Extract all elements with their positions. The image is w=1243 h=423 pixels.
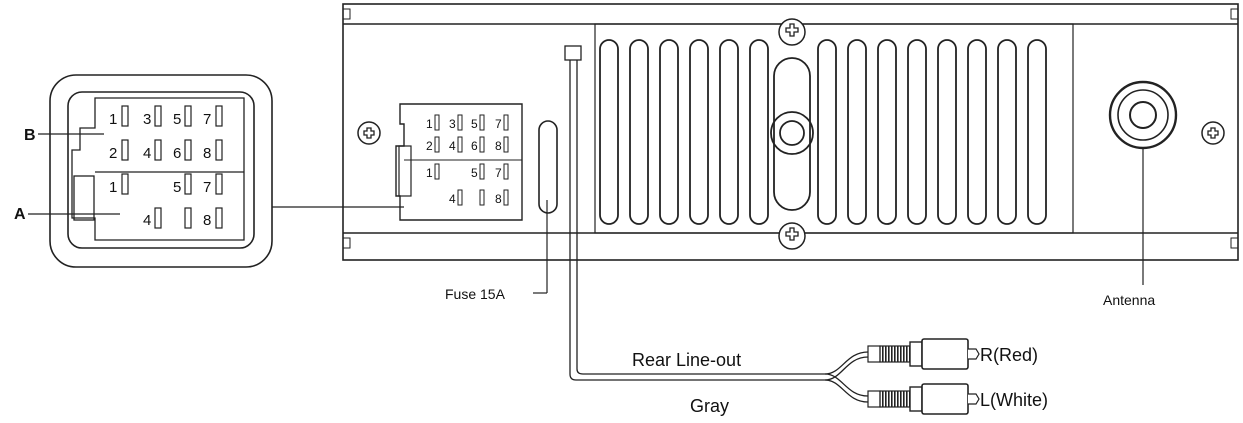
pin-label: 8 (203, 212, 211, 229)
pin-label: 5 (173, 179, 181, 196)
rear-line-out-label: Rear Line-out (632, 350, 741, 370)
antenna-label: Antenna (1103, 292, 1155, 308)
pin-label: 5 (471, 117, 478, 131)
antenna-jack-icon (1108, 80, 1178, 150)
pin-label: 2 (426, 139, 433, 153)
fuse-label: Fuse 15A (445, 286, 506, 302)
center-mount (770, 57, 814, 211)
pin-label: 1 (109, 179, 117, 196)
rca-plug-white-icon (867, 383, 980, 415)
pin-label: 5 (471, 166, 478, 180)
screw-icon (357, 18, 1225, 250)
pin-label: 8 (495, 139, 502, 153)
heat-sink-fins (599, 39, 1047, 225)
pin-label: 8 (203, 145, 211, 162)
pin-label: 7 (203, 111, 211, 128)
pin-label: 1 (426, 166, 433, 180)
pin-label: 4 (449, 192, 456, 206)
pin-label: 2 (109, 145, 117, 162)
connector-a-label: A (14, 206, 26, 223)
pin-label: 1 (426, 117, 433, 131)
screw-cross-icon (363, 23, 1219, 241)
pin-label: 7 (495, 166, 502, 180)
pin-label: 7 (495, 117, 502, 131)
unit-connector-pins: 1 3 5 7 2 4 6 8 1 5 7 4 8 (426, 117, 502, 206)
enlarged-connector (49, 74, 273, 268)
rca-plug-red-icon (867, 338, 980, 370)
pin-label: 1 (109, 111, 117, 128)
pin-label: 4 (143, 212, 151, 229)
fuse-icon (538, 120, 558, 214)
connector-a-pins: 1 5 7 4 8 (109, 173, 223, 229)
pin-label: 6 (173, 145, 181, 162)
pin-label: 8 (495, 192, 502, 206)
pin-label: 5 (173, 111, 181, 128)
pin-label: 4 (449, 139, 456, 153)
connector-b-pins: 1 3 5 7 2 4 6 8 (109, 105, 223, 162)
pin-label: 4 (143, 145, 151, 162)
gray-label: Gray (690, 396, 729, 416)
pin-label: 7 (203, 179, 211, 196)
unit-connector (395, 103, 523, 221)
white-plug-label: L(White) (980, 390, 1048, 410)
connector-b-label: B (24, 127, 36, 144)
rear-line-out-cable (564, 45, 869, 403)
red-plug-label: R(Red) (980, 345, 1038, 365)
pin-label: 3 (449, 117, 456, 131)
pin-label: 3 (143, 111, 151, 128)
pin-label: 6 (471, 139, 478, 153)
